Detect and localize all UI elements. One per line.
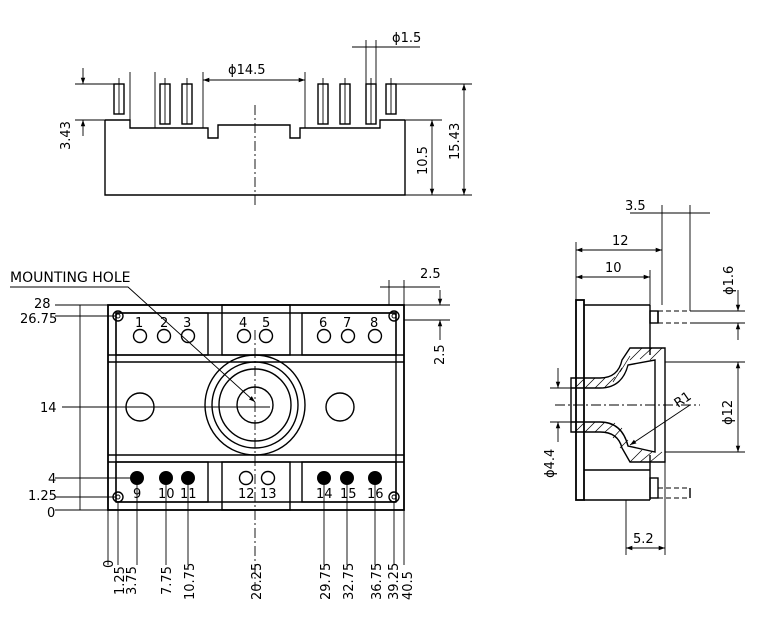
pin-label-2: 2 (160, 316, 168, 331)
pin-row-top (132, 328, 383, 344)
side-view: 3.5 12 10 ϕ1.6 ϕ12 ϕ4.4 R1 5.2 (543, 199, 745, 555)
pin-label-3: 3 (183, 316, 191, 331)
pin-6 (316, 328, 332, 344)
pin-label-13: 13 (260, 487, 277, 502)
pin-15 (340, 471, 354, 485)
front-view: 1 2 3 4 5 6 7 8 9 10 11 12 13 14 15 16 M… (10, 267, 450, 600)
x-axis-ticks (107, 485, 405, 565)
pin-9 (130, 471, 144, 485)
pin-label-8: 8 (370, 316, 378, 331)
pin-2 (156, 328, 172, 344)
x-label-39-25: 39.25 (387, 563, 402, 600)
dim-body-height: 10.5 (416, 146, 431, 175)
y-label-4: 4 (48, 472, 56, 487)
dim-center-span: ϕ14.5 (228, 63, 266, 78)
pin-8 (367, 328, 383, 344)
pin-3 (180, 328, 196, 344)
pin-label-6: 6 (319, 316, 327, 331)
dim-side-phi-1-6: ϕ1.6 (722, 266, 737, 295)
x-axis-labels: 0 1.25 3.75 7.75 10.75 20.25 29.75 32.75… (102, 560, 416, 600)
dim-side-5-2: 5.2 (633, 532, 654, 547)
x-label-10-75: 10.75 (183, 563, 198, 600)
dim-pin-diameter: ϕ1.5 (392, 31, 421, 46)
pin-label-1: 1 (135, 316, 143, 331)
pin-13 (260, 470, 276, 486)
dim-side-phi-4-4: ϕ4.4 (543, 449, 558, 478)
dim-side-12: 12 (612, 234, 629, 249)
dim-side-10: 10 (605, 261, 622, 276)
pin-14 (317, 471, 331, 485)
top-view: ϕ1.5 ϕ14.5 3.43 10.5 15.43 (59, 31, 472, 205)
pin-1 (132, 328, 148, 344)
dim-edge-offset: 2.5 (420, 267, 441, 282)
pin-row-bottom (130, 470, 382, 486)
y-label-14: 14 (40, 401, 57, 416)
pin-16 (368, 471, 382, 485)
x-label-1-25: 1.25 (113, 566, 128, 595)
dim-total-height: 15.43 (448, 123, 463, 160)
pin-12 (238, 470, 254, 486)
x-label-36-75: 36.75 (370, 563, 385, 600)
pin-10 (159, 471, 173, 485)
pin-11 (181, 471, 195, 485)
pin-7 (340, 328, 356, 344)
pin-label-15: 15 (340, 487, 357, 502)
dim-side-r1: R1 (672, 389, 695, 411)
pin-5 (258, 328, 274, 344)
x-label-29-75: 29.75 (319, 563, 334, 600)
x-label-20-25: 20.25 (250, 563, 265, 600)
pin-label-12: 12 (238, 487, 255, 502)
x-label-0: 0 (102, 560, 117, 568)
y-label-26-75: 26.75 (20, 312, 57, 327)
dim-side-3-5: 3.5 (625, 199, 646, 214)
x-label-7-75: 7.75 (160, 566, 175, 595)
mounting-hole-label: MOUNTING HOLE (10, 270, 130, 286)
x-label-40-5: 40.5 (401, 571, 416, 600)
pin-label-7: 7 (343, 316, 351, 331)
dim-pin-length: 3.43 (59, 121, 74, 150)
dim-right-offset: 2.5 (433, 344, 448, 365)
x-label-3-75: 3.75 (125, 566, 140, 595)
hub-hatching (574, 347, 663, 463)
side-plate (575, 299, 585, 501)
top-pins (113, 72, 397, 128)
y-label-0: 0 (47, 506, 55, 521)
y-label-1-25: 1.25 (28, 489, 57, 504)
pin-4 (236, 328, 252, 344)
pin-label-5: 5 (262, 316, 270, 331)
pin-label-4: 4 (239, 316, 247, 331)
x-label-32-75: 32.75 (342, 563, 357, 600)
mounting-hole-leader (10, 286, 256, 403)
front-body-outline (107, 304, 405, 511)
dim-side-phi-12: ϕ12 (721, 400, 736, 425)
y-label-28: 28 (34, 297, 51, 312)
top-body-profile (105, 119, 405, 139)
